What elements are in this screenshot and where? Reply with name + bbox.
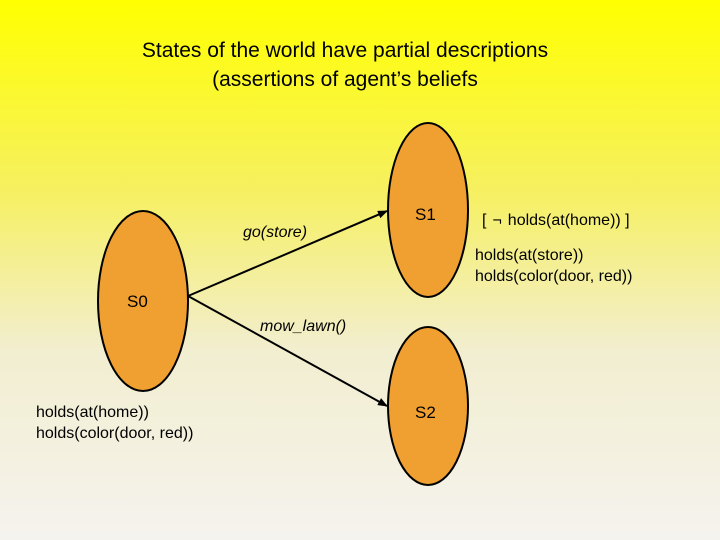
node-s1-description-line-2: holds(color(door, red)): [475, 268, 633, 285]
edge-go-store-label: go(store): [243, 224, 308, 241]
title-line-1: States of the world have partial descrip…: [141, 39, 549, 62]
edge-go-store: [187, 210, 388, 297]
negation-symbol: ¬: [492, 212, 502, 229]
edge-mow-lawn-label: mow_lawn(): [260, 318, 347, 335]
node-s0[interactable]: [97, 210, 189, 392]
node-s0-description-line-2: holds(color(door, red)): [36, 425, 194, 442]
title-line-2: (assertions of agent’s beliefs: [212, 68, 478, 91]
open-bracket: [: [482, 212, 487, 229]
node-s0-description-line-1: holds(at(home)): [36, 404, 149, 421]
node-s1-description-line-1: holds(at(store)): [475, 247, 584, 264]
node-s2[interactable]: [387, 326, 469, 486]
node-s1[interactable]: [387, 122, 469, 298]
slide-title: States of the world have partial descrip…: [0, 36, 690, 94]
edge-mow-lawn: [187, 295, 388, 407]
node-s0-label: S0: [127, 292, 148, 311]
negated-assertion-text: holds(at(home)) ]: [507, 212, 630, 229]
node-s1-negated-assertion: [ ¬ holds(at(home)) ]: [482, 210, 630, 231]
node-s1-label: S1: [415, 205, 436, 224]
node-s2-label: S2: [415, 403, 436, 422]
